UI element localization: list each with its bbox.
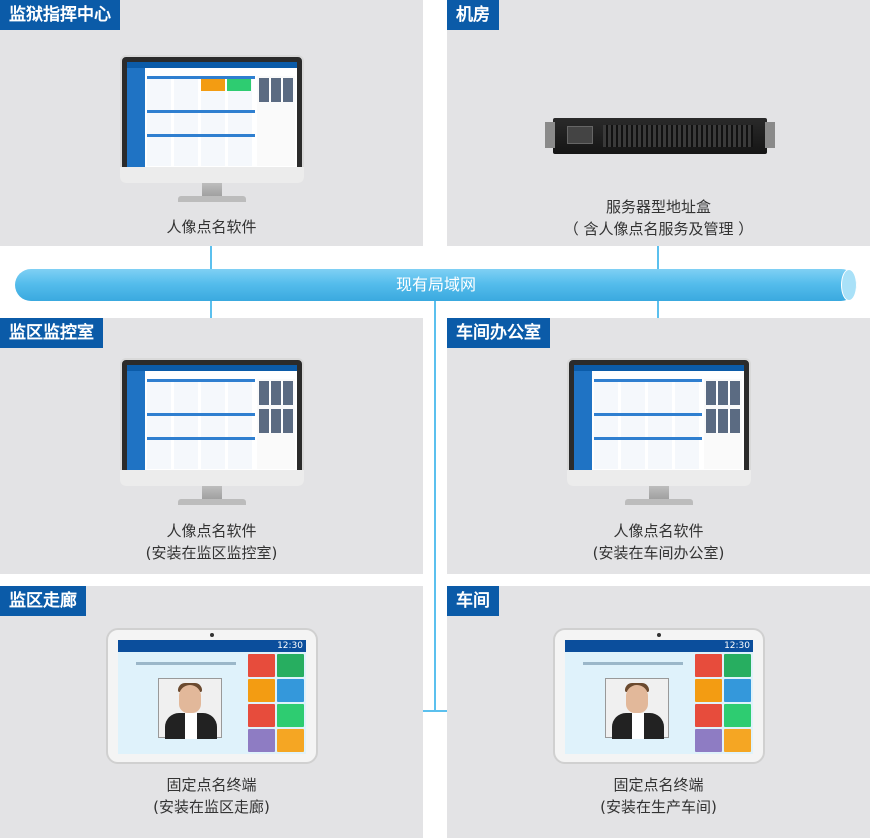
- panel-caption: 人像点名软件 (安装在车间办公室): [592, 522, 725, 562]
- tablet-terminal-icon: 12:30: [553, 628, 765, 764]
- panel-label: 车间办公室: [447, 318, 550, 348]
- terminal-tile: [248, 729, 275, 752]
- terminal-tile: [277, 654, 304, 677]
- terminal-tile: [277, 679, 304, 702]
- monitor-icon: [567, 358, 751, 506]
- panel-machine-room: 机房 服务器型地址盒 （ 含人像点名服务及管理 ）: [447, 0, 870, 246]
- panel-caption: 人像点名软件: [166, 218, 257, 236]
- terminal-tile-grid: [695, 654, 751, 752]
- terminal-tile: [724, 729, 751, 752]
- connector-line: [210, 246, 212, 270]
- panel-label: 机房: [447, 0, 499, 30]
- server-icon: [545, 118, 775, 154]
- terminal-tile: [695, 679, 722, 702]
- connector-line: [210, 300, 212, 318]
- panel-caption: 固定点名终端 (安装在监区走廊): [153, 776, 270, 816]
- terminal-tile: [695, 704, 722, 727]
- panel-workshop: 车间 12:30 固定点名终端 (安装在生产车间): [447, 586, 870, 838]
- panel-label: 监狱指挥中心: [0, 0, 120, 30]
- terminal-tile: [695, 654, 722, 677]
- panel-label: 监区监控室: [0, 318, 103, 348]
- panel-monitor-room: 监区监控室 人像点名软件 (安装在监区监控室): [0, 318, 423, 574]
- panel-caption: 固定点名终端 (安装在生产车间): [600, 776, 717, 816]
- connector-line: [434, 300, 436, 712]
- terminal-clock: 12:30: [724, 641, 750, 651]
- network-pipe: 现有局域网: [15, 269, 857, 301]
- panel-label: 监区走廊: [0, 586, 86, 616]
- monitor-icon: [120, 55, 304, 203]
- connector-line: [423, 710, 447, 712]
- panel-command-center: 监狱指挥中心 人像点名软件: [0, 0, 423, 246]
- terminal-tile: [695, 729, 722, 752]
- panel-caption: 人像点名软件 (安装在监区监控室): [145, 522, 278, 562]
- monitor-icon: [120, 358, 304, 506]
- terminal-tile: [724, 654, 751, 677]
- terminal-tile: [277, 729, 304, 752]
- panel-corridor: 监区走廊 12:30 固定点名终端 (安装在监区走廊): [0, 586, 423, 838]
- terminal-tile: [724, 704, 751, 727]
- terminal-tile: [724, 679, 751, 702]
- tablet-terminal-icon: 12:30: [106, 628, 318, 764]
- terminal-tile: [248, 704, 275, 727]
- terminal-clock: 12:30: [277, 641, 303, 651]
- panel-label: 车间: [447, 586, 499, 616]
- terminal-tile: [248, 654, 275, 677]
- panel-workshop-office: 车间办公室 人像点名软件 (安装在车间办公室): [447, 318, 870, 574]
- connector-line: [657, 300, 659, 318]
- connector-line: [657, 246, 659, 270]
- panel-caption: 服务器型地址盒 （ 含人像点名服务及管理 ）: [563, 198, 754, 238]
- terminal-tile: [277, 704, 304, 727]
- network-label: 现有局域网: [395, 275, 476, 294]
- terminal-tile: [248, 679, 275, 702]
- terminal-tile-grid: [248, 654, 304, 752]
